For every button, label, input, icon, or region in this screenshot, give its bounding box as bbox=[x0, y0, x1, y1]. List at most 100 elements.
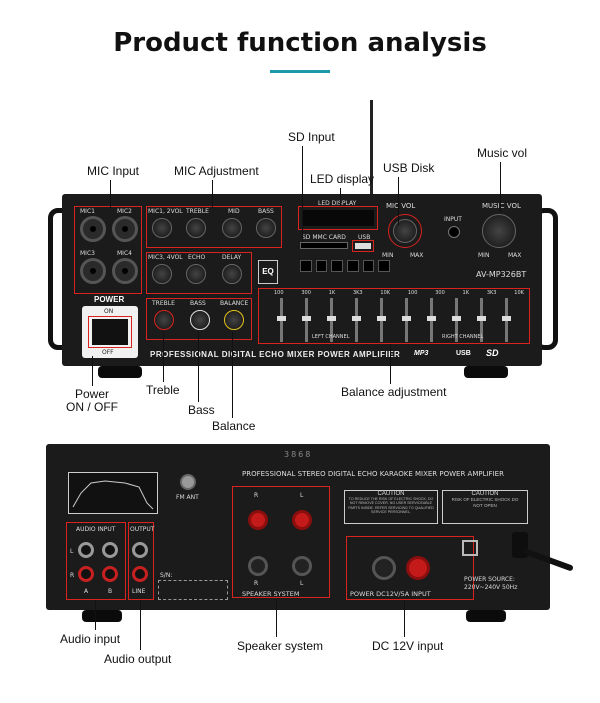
power-on-label: ON bbox=[104, 308, 114, 315]
fm-ant-jack[interactable] bbox=[180, 474, 196, 490]
mic12-vol-knob[interactable] bbox=[152, 218, 172, 238]
antenna bbox=[370, 100, 373, 195]
input-a-left-jack[interactable] bbox=[78, 542, 94, 558]
speaker-l-negative[interactable] bbox=[292, 556, 312, 576]
transport-buttons[interactable] bbox=[300, 260, 391, 272]
input-button[interactable] bbox=[448, 226, 460, 238]
music-vol-label: MUSIC VOL bbox=[482, 202, 521, 210]
eq-fader[interactable] bbox=[327, 298, 336, 342]
power-label-panel: POWER bbox=[94, 295, 125, 304]
output-left-jack[interactable] bbox=[132, 542, 148, 558]
audio-input-box bbox=[66, 522, 126, 600]
eq-fader[interactable] bbox=[302, 298, 311, 342]
label-dc-input: DC 12V input bbox=[372, 639, 444, 653]
power-switch[interactable] bbox=[92, 319, 128, 345]
leader-speaker-system bbox=[276, 600, 277, 637]
leader-balance-adjustment bbox=[390, 344, 391, 384]
leader-mic-input bbox=[110, 180, 111, 208]
caution-left-text: TO REDUCE THE RISK OF ELECTRIC SHOCK, DO… bbox=[348, 497, 434, 515]
mic-vol-box bbox=[388, 214, 422, 248]
usb-port[interactable] bbox=[355, 243, 371, 249]
label-mic-input: MIC Input bbox=[87, 164, 140, 178]
balance-knob[interactable] bbox=[224, 310, 244, 330]
input-b-left-jack[interactable] bbox=[102, 542, 118, 558]
serial-label: 3868 bbox=[284, 450, 313, 459]
dc-positive-post[interactable] bbox=[406, 556, 430, 580]
mic3-label: MIC3 bbox=[80, 250, 95, 257]
output-right-jack[interactable] bbox=[132, 566, 148, 582]
eq-fader[interactable] bbox=[352, 298, 361, 342]
in-a-label: A bbox=[84, 588, 89, 595]
input-a-right-jack[interactable] bbox=[78, 566, 94, 582]
eq-fader[interactable] bbox=[452, 298, 461, 342]
eq-fader-row bbox=[276, 298, 526, 342]
front-foot-left bbox=[98, 366, 142, 378]
power-off-label: OFF bbox=[102, 349, 114, 356]
mic1-label: MIC1 bbox=[80, 208, 95, 215]
leader-bass bbox=[198, 332, 199, 402]
spk-l2-label: L bbox=[300, 580, 304, 587]
usb-logo: USB bbox=[456, 350, 471, 357]
mic4-jack[interactable] bbox=[112, 258, 138, 284]
mic34-vol-knob[interactable] bbox=[152, 264, 172, 284]
right-channel-label: RIGHT CHANNEL bbox=[442, 334, 484, 340]
mic1-jack[interactable] bbox=[80, 216, 106, 242]
label-balance: Balance bbox=[212, 419, 256, 433]
left-channel-label: LEFT CHANNEL bbox=[312, 334, 350, 340]
audio-input-label: AUDIO INPUT bbox=[76, 526, 116, 533]
input-b-right-jack[interactable] bbox=[102, 566, 118, 582]
audio-output-box bbox=[128, 522, 154, 600]
mid-label: MID bbox=[228, 208, 240, 215]
leader-audio-input bbox=[95, 600, 96, 630]
echo-knob[interactable] bbox=[186, 264, 206, 284]
ac-power-socket[interactable] bbox=[462, 540, 478, 556]
music-vol-knob[interactable] bbox=[482, 214, 516, 248]
eq-fader[interactable] bbox=[502, 298, 511, 342]
eq-frequency-label: 300 bbox=[435, 290, 445, 296]
mic-mid-knob[interactable] bbox=[222, 218, 242, 238]
eq-fader[interactable] bbox=[277, 298, 286, 342]
leader-mic-adjustment bbox=[212, 180, 213, 208]
speaker-r-positive[interactable] bbox=[248, 510, 268, 530]
eq-fader[interactable] bbox=[377, 298, 386, 342]
leader-power bbox=[92, 356, 93, 386]
mic3-jack[interactable] bbox=[80, 258, 106, 284]
eq-fader[interactable] bbox=[402, 298, 411, 342]
front-foot-right bbox=[464, 366, 508, 378]
mic-bass-knob[interactable] bbox=[256, 218, 276, 238]
mic-vol-knob[interactable] bbox=[393, 219, 417, 243]
mic2-jack[interactable] bbox=[112, 216, 138, 242]
leader-music-vol bbox=[500, 162, 501, 212]
power-source-label: POWER SOURCE: bbox=[464, 576, 515, 583]
eq-fader[interactable] bbox=[477, 298, 486, 342]
mic-treble-knob[interactable] bbox=[186, 218, 206, 238]
bass-knob[interactable] bbox=[190, 310, 210, 330]
frequency-graph bbox=[68, 472, 158, 514]
treble2-label: TREBLE bbox=[152, 300, 175, 307]
leader-usb-disk bbox=[398, 177, 399, 225]
speaker-r-negative[interactable] bbox=[248, 556, 268, 576]
bass-label: BASS bbox=[258, 208, 274, 215]
power-dc-label: POWER DC12V/5A INPUT bbox=[350, 590, 431, 598]
caution-left: CAUTION TO REDUCE THE RISK OF ELECTRIC S… bbox=[344, 490, 438, 524]
delay-knob[interactable] bbox=[222, 264, 242, 284]
treble-knob[interactable] bbox=[154, 310, 174, 330]
mic2-label: MIC2 bbox=[117, 208, 132, 215]
sd-slot[interactable] bbox=[300, 242, 348, 249]
led-display-label: LED DISPLAY bbox=[318, 200, 357, 207]
caution-right-title: CAUTION bbox=[471, 491, 499, 497]
leader-dc-input bbox=[404, 600, 405, 637]
music-vol-max: MAX bbox=[508, 252, 522, 259]
delay-label: DELAY bbox=[222, 254, 242, 261]
spk-r-label: R bbox=[254, 492, 259, 499]
dc-negative-post[interactable] bbox=[372, 556, 396, 580]
eq-frequency-label: 1K bbox=[462, 290, 470, 296]
caution-right: CAUTION RISK OF ELECTRIC SHOCK DO NOT OP… bbox=[442, 490, 528, 524]
back-foot-left bbox=[82, 610, 122, 622]
sd-card-label: SD MMC CARD bbox=[302, 234, 346, 241]
frequency-curve bbox=[72, 480, 154, 510]
eq-fader[interactable] bbox=[427, 298, 436, 342]
speaker-l-positive[interactable] bbox=[292, 510, 312, 530]
eq-frequency-label: 10K bbox=[380, 290, 391, 296]
mic34vol-label: MIC3, 4VOL bbox=[148, 254, 183, 261]
